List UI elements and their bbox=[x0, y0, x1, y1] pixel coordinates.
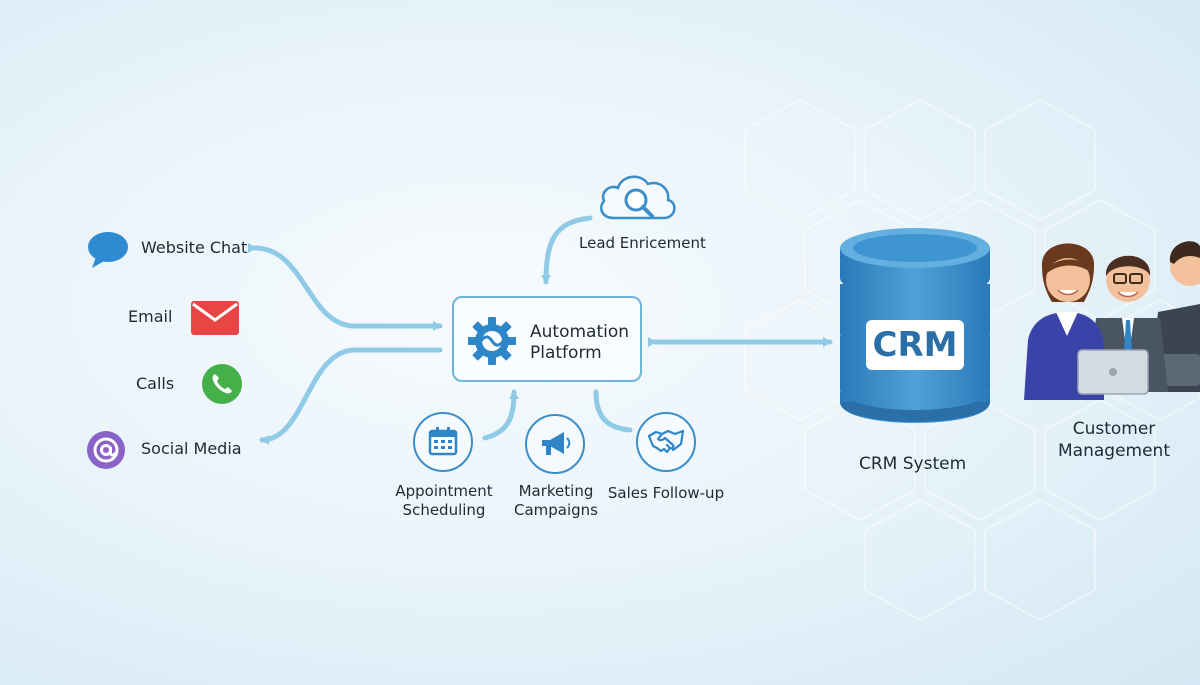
task-label-line2: Campaigns bbox=[513, 501, 598, 519]
automation-platform-box: Automation Platform bbox=[452, 296, 642, 382]
task-label-line1: Sales Follow-up bbox=[607, 484, 725, 502]
task-label: Appointment Scheduling bbox=[384, 482, 504, 520]
arrow-social-media bbox=[259, 347, 443, 445]
task-label: Sales Follow-up bbox=[604, 484, 728, 503]
automation-line2: Platform bbox=[530, 343, 602, 363]
envelope-icon bbox=[191, 301, 239, 335]
lead-enrichment-label: Lead Enricement bbox=[579, 234, 706, 252]
at-sign-icon bbox=[87, 431, 125, 469]
automation-title: Automation Platform bbox=[530, 322, 629, 364]
crm-caption: CRM System bbox=[859, 454, 967, 474]
arrow-sales-followup bbox=[593, 389, 633, 433]
chat-bubble-icon bbox=[88, 232, 128, 268]
phone-icon bbox=[202, 364, 242, 404]
task-icon-circle bbox=[525, 414, 585, 474]
cloud-search-icon bbox=[600, 175, 676, 220]
customer-label-line1: Customer bbox=[1072, 419, 1156, 439]
arrow-lead-enrichment bbox=[541, 215, 593, 285]
task-label-line1: Appointment bbox=[395, 482, 493, 500]
gear-icon bbox=[468, 317, 516, 365]
channel-label: Calls bbox=[136, 374, 175, 393]
customer-label: Customer Management bbox=[1046, 418, 1182, 462]
megaphone-icon bbox=[542, 432, 571, 455]
channel-label: Social Media bbox=[141, 439, 242, 458]
channel-label: Website Chat bbox=[141, 238, 248, 257]
customer-label-line2: Management bbox=[1058, 441, 1170, 461]
database-icon bbox=[840, 228, 990, 423]
calendar-icon bbox=[428, 427, 458, 456]
task-label-line1: Marketing bbox=[518, 482, 594, 500]
task-label-line2: Scheduling bbox=[402, 501, 486, 519]
task-icon-circle bbox=[413, 412, 473, 472]
team-people-icon bbox=[1024, 241, 1200, 400]
crm-db-label: CRM bbox=[872, 325, 958, 365]
arrow-website-chat bbox=[247, 242, 443, 331]
automation-line1: Automation bbox=[530, 322, 630, 342]
channel-label: Email bbox=[128, 307, 173, 326]
handshake-icon bbox=[647, 429, 685, 454]
task-label: Marketing Campaigns bbox=[496, 482, 616, 520]
task-icon-circle bbox=[636, 412, 696, 472]
arrow-appointment bbox=[482, 389, 519, 441]
